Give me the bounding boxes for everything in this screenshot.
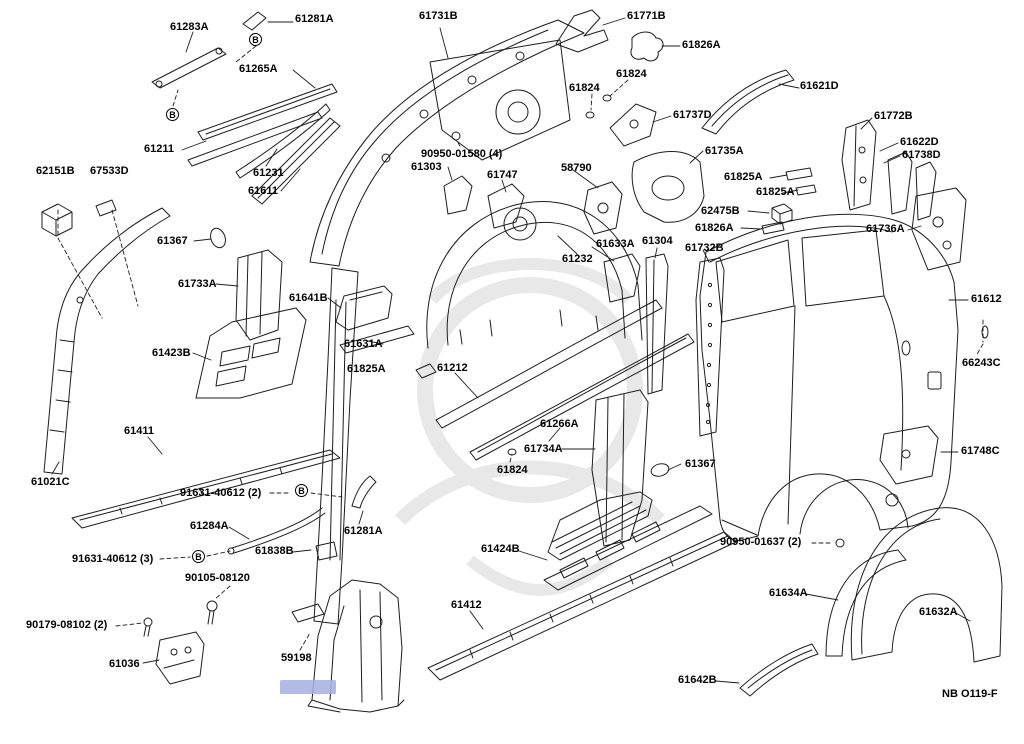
part-label-61838B: 61838B <box>255 545 294 557</box>
part-label-61825A: 61825A <box>347 363 386 375</box>
part-label-61641B: 61641B <box>289 292 328 304</box>
part-label-62151B: 62151B <box>36 165 75 177</box>
part-label-61621D: 61621D <box>800 80 839 92</box>
part-label-61423B: 61423B <box>152 347 191 359</box>
part-label-61747: 61747 <box>487 169 518 181</box>
selected-part-highlight[interactable] <box>280 680 336 694</box>
art-rear-wheelhouse <box>739 425 1003 697</box>
part-label-61281A: 61281A <box>295 13 334 25</box>
art-sill-parts <box>427 491 737 681</box>
leader-lines-dashed <box>57 45 984 651</box>
part-label-67533D: 67533D <box>90 165 129 177</box>
part-label-61772B: 61772B <box>874 110 913 122</box>
part-label-61411: 61411 <box>124 425 154 437</box>
part-label-61748C: 61748C <box>961 445 1000 457</box>
part-label-61642B: 61642B <box>678 674 717 686</box>
part-label-61631A: 61631A <box>344 338 383 350</box>
part-label-59198: 59198 <box>281 652 312 664</box>
part-label-61021C: 61021C <box>31 476 70 488</box>
part-label-61824: 61824 <box>569 82 600 94</box>
part-label-61281A: 61281A <box>344 525 383 537</box>
part-label-61733A: 61733A <box>178 278 217 290</box>
part-label-61611: 61611 <box>248 185 278 197</box>
page-code: NB O119-F <box>942 688 998 700</box>
art-center-brackets <box>335 285 437 379</box>
part-label-61735A: 61735A <box>705 145 744 157</box>
part-label-61826A: 61826A <box>695 222 734 234</box>
part-label-61632A: 61632A <box>919 606 958 618</box>
art-center-pillars <box>591 253 725 547</box>
part-label-61825A: 61825A <box>724 171 763 183</box>
part-label-90179-08102-2-: 90179-08102 (2) <box>26 619 108 631</box>
art-small-hardware <box>143 94 989 637</box>
part-label-61736A: 61736A <box>866 223 905 235</box>
art-front-wheelhouse <box>426 175 643 349</box>
part-label-61232: 61232 <box>562 253 593 265</box>
fastener-marker-B-1: B <box>166 108 179 121</box>
part-label-61412: 61412 <box>451 599 482 611</box>
part-label-61367: 61367 <box>685 458 716 470</box>
part-label-91631-40612-2-: 91631-40612 (2) <box>180 487 262 499</box>
part-label-61771B: 61771B <box>627 10 666 22</box>
part-label-90950-01637-2-: 90950-01637 (2) <box>720 536 802 548</box>
part-label-61612: 61612 <box>971 293 1002 305</box>
part-label-61633A: 61633A <box>596 238 635 250</box>
part-label-61284A: 61284A <box>190 520 229 532</box>
fastener-marker-B-0: B <box>249 33 262 46</box>
part-label-61634A: 61634A <box>769 587 808 599</box>
part-label-61825A: 61825A <box>756 186 795 198</box>
art-cowl-side-panel <box>235 249 283 341</box>
part-label-61304: 61304 <box>642 235 673 247</box>
art-roof-header-strips <box>151 11 341 205</box>
art-left-apillar <box>43 207 171 475</box>
fastener-marker-B-2: B <box>295 484 308 497</box>
leader-lines <box>51 17 971 684</box>
art-dash-side-panel <box>195 307 307 399</box>
art-62151b-cube <box>41 199 117 237</box>
part-label-61367: 61367 <box>157 235 188 247</box>
part-label-61231: 61231 <box>253 167 284 179</box>
part-label-61826A: 61826A <box>682 39 721 51</box>
part-label-61734A: 61734A <box>524 443 563 455</box>
art-front-body-mount-bracket <box>155 631 205 685</box>
art-quarter-body-panel <box>699 213 959 541</box>
part-label-61265A: 61265A <box>239 63 278 75</box>
part-label-61622D: 61622D <box>900 136 939 148</box>
part-label-91631-40612-3-: 91631-40612 (3) <box>72 553 154 565</box>
art-side-rail-pillar-assembly <box>309 19 585 625</box>
part-label-61211: 61211 <box>144 143 174 155</box>
part-label-61424B: 61424B <box>481 543 520 555</box>
part-label-61824: 61824 <box>616 68 647 80</box>
part-label-61303: 61303 <box>411 161 442 173</box>
part-label-61036: 61036 <box>109 658 140 670</box>
part-label-61824: 61824 <box>497 464 528 476</box>
part-label-58790: 58790 <box>561 162 592 174</box>
part-label-61212: 61212 <box>437 362 468 374</box>
part-label-61731B: 61731B <box>419 10 458 22</box>
part-label-90950-01580-4-: 90950-01580 (4) <box>421 148 503 160</box>
part-label-61737D: 61737D <box>673 109 712 121</box>
art-rocker-61411 <box>71 449 341 529</box>
part-label-62475B: 62475B <box>701 205 740 217</box>
art-clip-61367 <box>210 227 226 249</box>
part-label-61266A: 61266A <box>540 418 579 430</box>
part-label-61738D: 61738D <box>902 149 941 161</box>
part-label-66243C: 66243C <box>962 357 1001 369</box>
fastener-marker-B-3: B <box>192 550 205 563</box>
part-label-61283A: 61283A <box>170 21 209 33</box>
part-label-61732B: 61732B <box>685 242 724 254</box>
art-top-right-brackets <box>555 9 967 271</box>
art-belt-moldings <box>435 299 695 461</box>
part-label-90105-08120: 90105-08120 <box>185 572 250 584</box>
watermark <box>395 258 665 596</box>
